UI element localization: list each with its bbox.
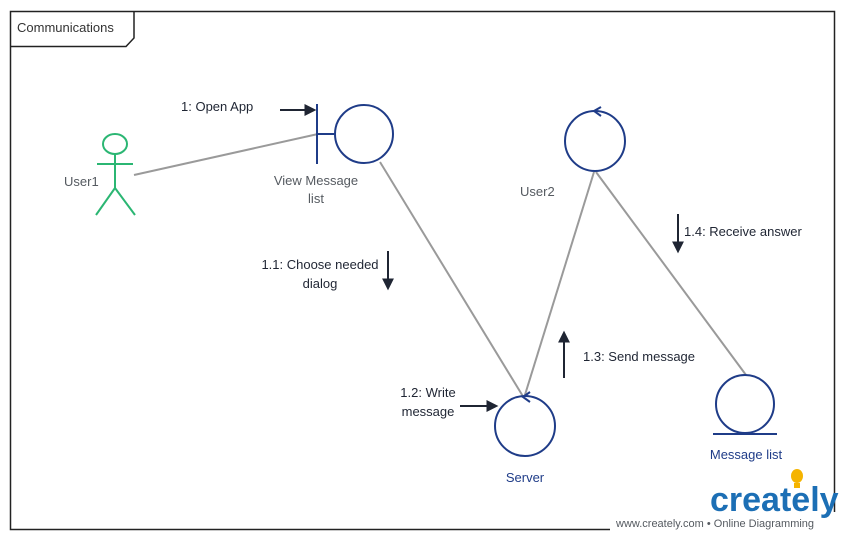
link-user2-messagelist bbox=[595, 171, 747, 376]
view-message-list-label-2: list bbox=[308, 191, 324, 206]
control-user2[interactable] bbox=[564, 106, 626, 172]
view-message-list-label-1: View Message bbox=[274, 173, 358, 188]
user2-label: User2 bbox=[520, 184, 555, 199]
footer-background bbox=[610, 512, 840, 534]
msg-1-3-label: 1.3: Send message bbox=[583, 349, 695, 364]
link-view-server bbox=[379, 161, 525, 399]
control-server[interactable] bbox=[494, 391, 556, 457]
msg-1-1-label-2: dialog bbox=[303, 276, 338, 291]
message-list-label: Message list bbox=[710, 447, 783, 462]
footer-text: www.creately.com • Online Diagramming bbox=[615, 518, 814, 530]
frame-title: Communications bbox=[17, 20, 114, 35]
entity-message-list[interactable] bbox=[713, 374, 777, 435]
boundary-view-message-list[interactable] bbox=[316, 104, 394, 164]
lightbulb-icon bbox=[791, 469, 803, 488]
msg-1-2-label-1: 1.2: Write bbox=[400, 385, 455, 400]
msg-1-2-label-2: message bbox=[402, 404, 455, 419]
link-server-user2 bbox=[523, 171, 595, 399]
creately-logo: creately bbox=[710, 481, 839, 519]
actor-user1-label: User1 bbox=[64, 174, 99, 189]
diagram-frame bbox=[9, 10, 836, 531]
msg-1-4-label: 1.4: Receive answer bbox=[684, 224, 802, 239]
msg-1-1-label-1: 1.1: Choose needed bbox=[261, 257, 378, 272]
actor-user1[interactable] bbox=[95, 133, 136, 216]
frame-title-tab bbox=[10, 11, 135, 48]
msg-1-label: 1: Open App bbox=[181, 99, 253, 114]
link-user1-view bbox=[133, 133, 319, 176]
server-label: Server bbox=[506, 470, 545, 485]
